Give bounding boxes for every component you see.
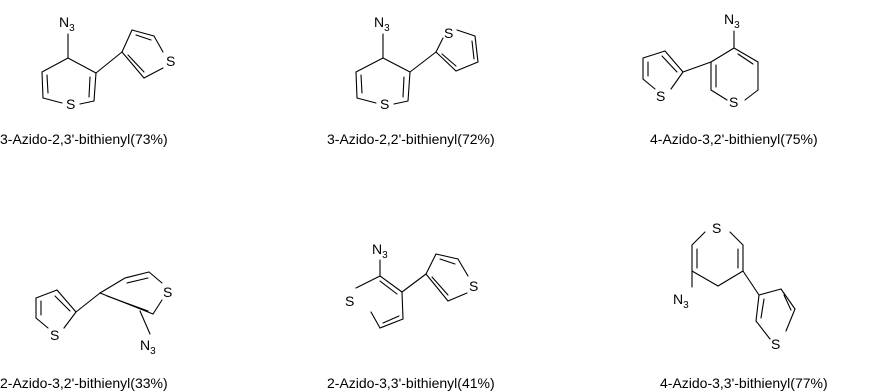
compound-1-caption: 3-Azido-2,3'-bithienyl(73%) (0, 131, 168, 147)
compound-4-azide-label: N3 (140, 337, 156, 357)
compound-1-structure: N3 S S (41, 14, 175, 112)
compound-3-azide-label: N3 (724, 11, 740, 31)
compound-5-sulfur-a: S (345, 293, 354, 309)
compound-6-sulfur-b: S (771, 336, 780, 352)
compound-5-caption: 2-Azido-3,3'-bithienyl(41%) (327, 375, 495, 391)
compound-6-sulfur-a: S (712, 220, 721, 236)
compound-5-sulfur-b: S (469, 278, 478, 294)
compound-2-caption: 3-Azido-2,2'-bithienyl(72%) (327, 131, 495, 147)
compound-6-azide-label: N3 (673, 291, 689, 311)
compound-4-sulfur-b: S (163, 284, 172, 300)
compound-4-caption: 2-Azido-3,2'-bithienyl(33%) (0, 375, 168, 391)
compound-4-sulfur-a: S (50, 327, 59, 343)
compound-3-caption: 4-Azido-3,2'-bithienyl(75%) (650, 131, 818, 147)
compound-3-structure: N3 S S (642, 11, 759, 110)
compound-4-structure: N3 S S (35, 271, 172, 357)
compound-1-sulfur-b: S (166, 53, 175, 69)
compound-2-azide-label: N3 (374, 14, 390, 34)
compound-6-caption: 4-Azido-3,3'-bithienyl(77%) (660, 375, 828, 391)
compound-5-azide-label: N3 (372, 241, 388, 261)
compound-3-sulfur-a: S (656, 88, 665, 104)
compound-6-structure: N3 S S (673, 220, 796, 352)
compound-1-sulfur-a: S (66, 96, 75, 112)
compound-2-sulfur-a: S (380, 96, 389, 112)
compound-1-azide-label: N3 (59, 14, 75, 34)
compound-2-structure: N3 S S (355, 14, 479, 112)
compound-5-structure: N3 S S (345, 241, 478, 329)
compound-2-sulfur-b: S (444, 25, 453, 41)
compound-3-sulfur-b: S (729, 94, 738, 110)
